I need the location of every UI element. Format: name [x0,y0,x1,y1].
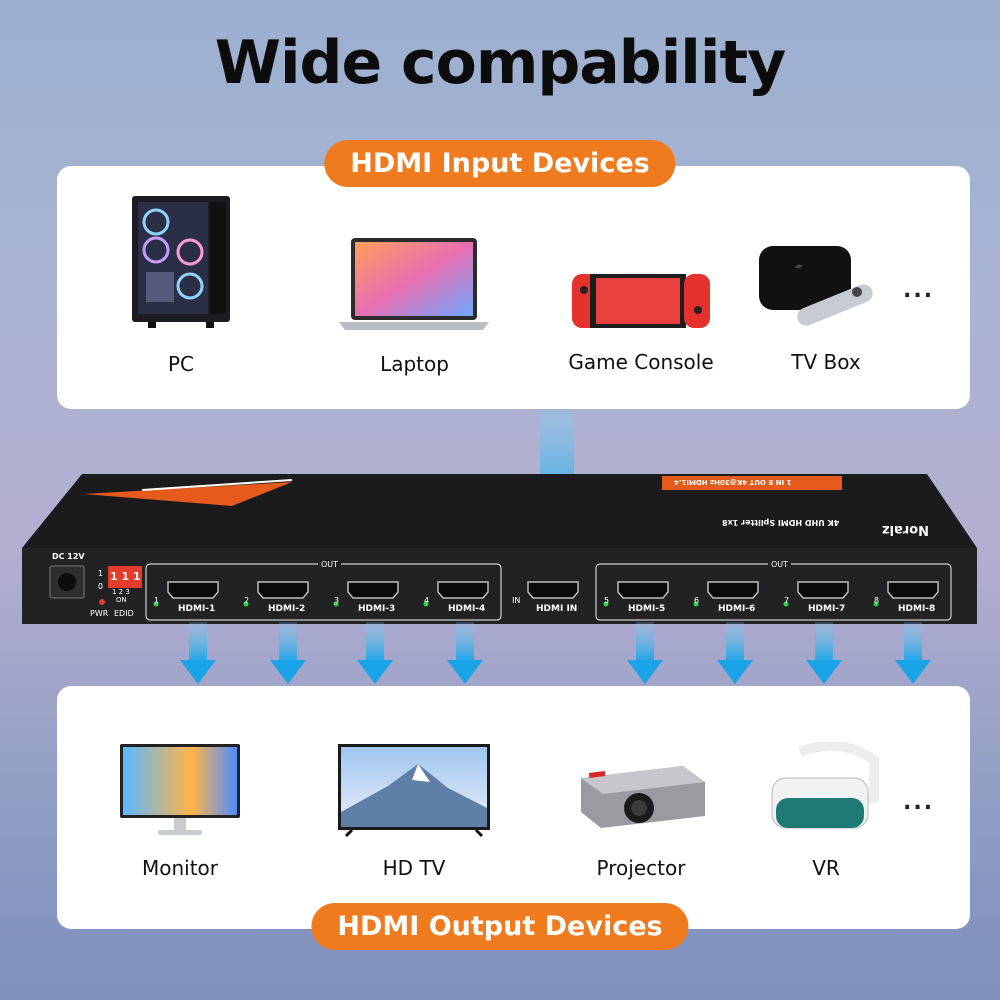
monitor-icon [120,744,240,835]
device-pc: PC [118,192,244,382]
device-monitor: Monitor [118,744,242,884]
device-label: TV Box [791,350,861,374]
page-title: Wide compability [214,28,786,98]
hdmi-out-port: HDMI-1 [178,604,216,614]
hdmi-out-port: HDMI-8 [898,604,936,614]
device-label: Game Console [568,350,714,374]
hdmi-in-port: HDMI IN [536,604,578,614]
projector-icon [581,766,705,828]
device-tv-box: TV Box [755,240,897,382]
device-hd-tv: HD TV [338,742,490,884]
model-text: 4K UHD HDMI Splitter 1x8 [722,518,840,527]
tv-icon [338,744,490,838]
hdmi-out-port: HDMI-7 [808,604,846,614]
hdmi-splitter: DC 12V 1 1 1 1 0 1 2 3 ON PWR EDID OUT O… [22,472,977,627]
brand-text: Noralz [882,522,930,537]
hdmi-out-port: HDMI-5 [628,604,666,614]
device-game-console: Game Console [562,270,720,382]
out-label: OUT [768,560,792,569]
port-number: 3 [334,596,340,605]
more-output-devices: ... [903,790,935,815]
splitter-body-icon [22,474,977,624]
hdmi-out-port: HDMI-4 [448,604,486,614]
dip-numbers: 1 2 3 [112,588,130,596]
out-label: OUT [318,560,342,569]
badge-text: 1 IN 8 OUT 4K@30Hz HDMI1.4 [674,478,792,486]
game-console-icon [572,274,710,328]
edid-label: EDID [114,609,134,618]
device-label: Monitor [141,856,219,880]
more-input-devices: ... [903,278,935,303]
port-number: 5 [604,596,610,605]
laptop-icon [339,238,489,330]
dip-switch: 1 1 1 [110,570,141,583]
device-vr: VR [770,740,882,884]
dip-one-label: 1 [98,569,104,578]
output-devices-label: HDMI Output Devices [311,903,689,950]
port-number: 7 [784,596,790,605]
port-number: 2 [244,596,250,605]
hdmi-out-port: HDMI-3 [358,604,396,614]
power-label: DC 12V [52,552,85,561]
output-arrows [180,622,931,684]
dip-zero-label: 0 [98,582,104,591]
dip-on-label: ON [116,596,127,604]
device-label: Laptop [380,352,449,376]
tv-box-icon [759,246,873,326]
port-number: 1 [154,596,160,605]
device-label: Projector [596,856,686,880]
device-label: PC [167,352,195,376]
vr-headset-icon [771,740,879,829]
device-label: HD TV [382,856,446,880]
pc-tower-icon [132,196,230,328]
pwr-label: PWR [90,609,109,618]
output-arrow-icon [180,622,931,684]
port-number: 4 [424,596,430,605]
hdmi-out-port: HDMI-6 [718,604,756,614]
device-label: VR [812,856,840,880]
input-devices-label: HDMI Input Devices [324,140,676,187]
port-number: 6 [694,596,700,605]
port-number: 8 [874,596,880,605]
in-label: IN [512,596,521,605]
device-laptop: Laptop [337,236,492,382]
device-projector: Projector [573,760,709,884]
hdmi-out-port: HDMI-2 [268,604,306,614]
